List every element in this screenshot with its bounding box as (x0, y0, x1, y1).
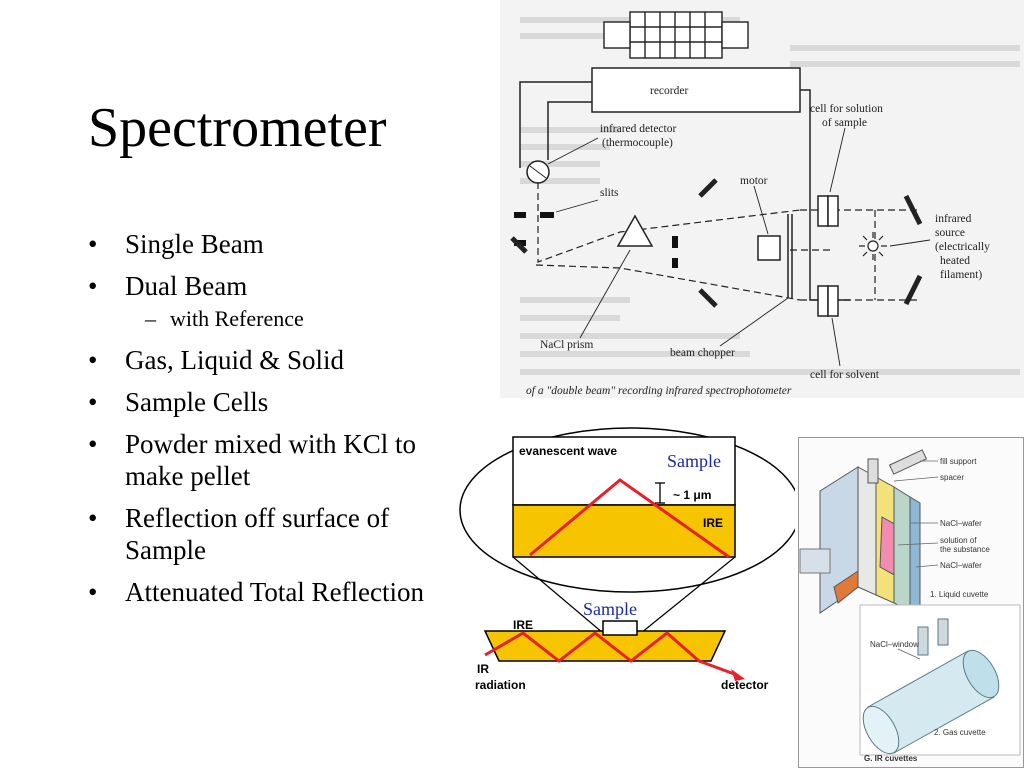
label-cell-solvent: cell for solvent (810, 369, 880, 381)
ir-beam-bottom (484, 631, 738, 677)
bullet-dual-beam: Dual Beam (88, 270, 433, 302)
label-infrared-detector: infrared detector (600, 123, 676, 135)
atr-diagram: evanescent wave Sample ~ 1 μm IRE Sample… (455, 425, 795, 715)
label-source-1: infrared (935, 213, 972, 225)
bullet-gas-liquid-solid: Gas, Liquid & Solid (88, 344, 433, 376)
sub-bullet-with-reference: with Reference (88, 306, 433, 332)
label-recorder: recorder (650, 85, 688, 97)
sample-block (602, 620, 638, 636)
label-motor: motor (740, 175, 768, 187)
sample-cells (757, 195, 839, 317)
label-nacl-wafer-2: NaCl–wafer (940, 561, 982, 570)
label-solution-2: the substance (940, 545, 990, 554)
bullet-single-beam: Single Beam (88, 228, 433, 260)
label-source-2: source (935, 227, 965, 239)
label-radiation: radiation (475, 678, 526, 692)
ir-beam-top (529, 478, 730, 559)
beam-arrowhead (731, 669, 745, 681)
bullet-kcl-pellet: Powder mixed with KCl to make pellet (88, 428, 433, 492)
label-beam-chopper: beam chopper (670, 347, 735, 359)
nacl-prism (616, 214, 654, 247)
bullet-sample-cells: Sample Cells (88, 386, 433, 418)
label-detector: detector (721, 678, 769, 692)
label-sample-bottom: Sample (583, 599, 637, 619)
infrared-source-icon (859, 232, 887, 260)
label-ir-cuvettes: G. IR cuvettes (864, 754, 918, 763)
label-source-3: (electrically (935, 241, 990, 253)
liquid-cuvette-drawing (799, 449, 928, 618)
label-sample-top: Sample (667, 451, 721, 471)
label-pointers (547, 127, 931, 367)
wiring (519, 81, 850, 301)
recorder-box (591, 67, 801, 113)
label-evanescent-wave: evanescent wave (519, 444, 617, 458)
detector-hatch (529, 165, 547, 179)
label-depth: ~ 1 μm (673, 488, 711, 502)
label-source-4: heated (940, 255, 970, 267)
depth-marker (655, 482, 665, 504)
label-source-5: filament) (940, 269, 982, 281)
ire-crystal-top (512, 504, 736, 558)
spectrometer-diagram: recorder infrared detector (thermocouple… (500, 0, 1024, 398)
label-ire-top: IRE (703, 516, 723, 530)
bullet-atr: Attenuated Total Reflection (88, 576, 433, 608)
bullet-reflection: Reflection off surface of Sample (88, 502, 433, 566)
label-nacl-window: NaCl–window (870, 640, 919, 649)
ir-cuvettes-figure: fill support spacer NaCl–wafer solution … (798, 437, 1024, 768)
recorder-drum (603, 11, 749, 59)
zoom-connectors (512, 556, 736, 634)
bullet-list: Single Beam Dual Beam with Reference Gas… (88, 228, 433, 618)
gas-cuvette-drawing (862, 618, 1000, 755)
label-ir: IR (477, 662, 489, 676)
label-slits: slits (600, 187, 619, 199)
label-gas-cuvette: 2. Gas cuvette (934, 728, 986, 737)
label-ire-bottom: IRE (513, 618, 533, 632)
slide-title: Spectrometer (88, 97, 387, 159)
label-liquid-cuvette: 1. Liquid cuvette (930, 590, 989, 599)
label-thermocouple: (thermocouple) (602, 137, 673, 149)
label-nacl-prism: NaCl prism (540, 339, 593, 351)
label-cell-solution-1: cell for solution (810, 103, 883, 115)
label-spacer: spacer (940, 473, 964, 482)
scan-background-text (520, 17, 1020, 375)
liquid-cuvette-pointers (893, 460, 939, 568)
mirrors (510, 178, 923, 308)
label-cell-solution-2: of sample (822, 117, 867, 129)
beam-paths (535, 182, 920, 301)
label-nacl-wafer-1: NaCl–wafer (940, 519, 982, 528)
label-solution-1: solution of (940, 536, 977, 545)
scan-caption: of a "double beam" recording infrared sp… (526, 385, 792, 397)
gas-cuvette-pointer (897, 648, 921, 660)
label-fill-support: fill support (940, 457, 977, 466)
